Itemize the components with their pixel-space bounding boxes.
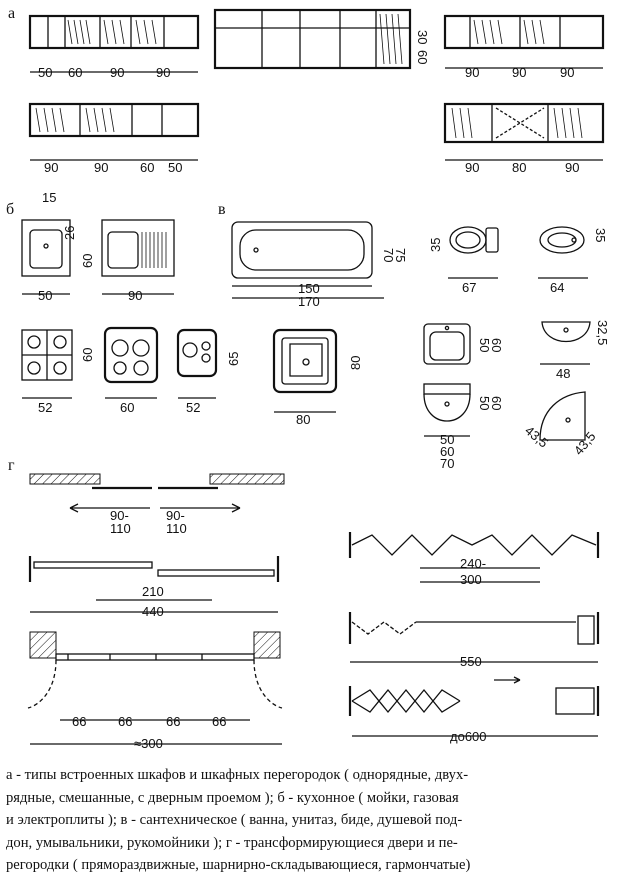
sliding-door-wide <box>29 473 285 513</box>
dim-a2-left-3: 60 <box>140 160 154 175</box>
dim-accordion-width: до600 <box>450 729 487 744</box>
accordion-partition <box>348 676 600 737</box>
dim-basin-rnd-w2: 60 <box>440 444 454 459</box>
dim-gas-depth: 60 <box>80 348 95 362</box>
dim-sink-combo-width: 90 <box>128 288 142 303</box>
dim-swing-total: ≈300 <box>134 736 163 751</box>
dim-a1-depth-1: 30 <box>415 30 430 44</box>
dim-a1-right-3: 90 <box>560 65 574 80</box>
dim-bath-h1: 70 <box>381 248 396 262</box>
dim-bath-len2: 170 <box>298 294 320 309</box>
handbasin <box>540 321 591 365</box>
cabinet-row-2-left <box>28 102 200 161</box>
swing-door <box>27 631 283 745</box>
dim-basin-rnd-h1: 50 <box>477 396 492 410</box>
caption-line-3: и электроплиты ); в - сантехническое ( в… <box>6 812 463 828</box>
dim-sink-side: 26 <box>62 226 77 240</box>
stove-gas <box>21 329 73 399</box>
folding-partition <box>348 612 600 663</box>
dim-swing-1: 66 <box>72 714 86 729</box>
dim-door-right-a: 90- <box>166 508 185 523</box>
dim-a2-left-2: 90 <box>94 160 108 175</box>
dim-sink-width: 50 <box>38 288 52 303</box>
stove-small <box>176 328 218 399</box>
dim-handbasin-depth: 32,5 <box>595 320 610 345</box>
dim-a1-right-1: 90 <box>465 65 479 80</box>
section-label-b: б <box>6 201 14 218</box>
washbasin-round <box>423 383 471 437</box>
dim-toilet-width: 67 <box>462 280 476 295</box>
toilet <box>448 226 499 279</box>
caption-line-4: дон, умывальники, рукомойники ); г - тра… <box>6 834 458 851</box>
dim-swing-2: 66 <box>118 714 132 729</box>
caption-line-1: а - типы встроенных шкафов и шкафных пер… <box>6 767 469 783</box>
dim-a1-depth-2: 60 <box>415 50 430 64</box>
dim-basin-rnd-w3: 70 <box>440 456 454 471</box>
bidet <box>538 226 588 279</box>
zigzag-partition <box>348 532 600 583</box>
caption-line-2: рядные, смешанные, с дверным проемом ); … <box>6 789 459 806</box>
cabinet-row-2-right <box>443 102 605 161</box>
dim-a1-left-3: 90 <box>110 65 124 80</box>
dim-a1-left-4: 90 <box>156 65 170 80</box>
dim-door-inner: 210 <box>142 584 164 599</box>
sink-small <box>21 219 71 295</box>
dim-shower-width: 80 <box>296 412 310 427</box>
washbasin-square <box>423 323 471 365</box>
dim-gas-width: 52 <box>38 400 52 415</box>
section-label-g: г <box>8 457 15 474</box>
section-label-a: а <box>8 5 15 22</box>
dim-a1-right-2: 90 <box>512 65 526 80</box>
dim-a2-right-2: 80 <box>512 160 526 175</box>
dim-a2-left-1: 90 <box>44 160 58 175</box>
sliding-door-double <box>28 556 280 613</box>
dim-basin-sq-h1: 50 <box>477 338 492 352</box>
dim-corner-b: 43,5 <box>571 429 599 458</box>
cabinet-double-row-middle <box>213 8 412 70</box>
stove-electric <box>103 326 159 399</box>
dim-small-width: 52 <box>186 400 200 415</box>
dim-a1-left-2: 60 <box>68 65 82 80</box>
dim-a2-left-4: 50 <box>168 160 182 175</box>
dim-basin-rnd-w1: 50 <box>440 432 454 447</box>
dim-sink-top: 15 <box>42 190 56 205</box>
dim-zigzag-b: 300 <box>460 572 482 587</box>
caption-line-5: регородки ( прямораздвижные, шарнирно-ск… <box>6 857 471 873</box>
dim-bidet-depth: 35 <box>593 228 608 242</box>
dim-basin-sq-h2: 60 <box>489 338 504 352</box>
cabinet-row-1-right <box>443 14 605 69</box>
shower-tray <box>272 328 338 413</box>
dim-swing-4: 66 <box>212 714 226 729</box>
dim-bath-len1: 150 <box>298 281 320 296</box>
dim-door-left-a: 90- <box>110 508 129 523</box>
sink-combo <box>101 219 175 295</box>
dim-door-outer: 440 <box>142 604 164 619</box>
dim-a1-left-1: 50 <box>38 65 52 80</box>
dim-door-left-b: 110 <box>110 521 131 536</box>
furniture-equipment-drawing: а 50 60 90 90 30 60 90 90 90 <box>6 5 610 751</box>
dim-handbasin-width: 48 <box>556 366 570 381</box>
dim-elec-width: 60 <box>120 400 134 415</box>
dim-swing-3: 66 <box>166 714 180 729</box>
dim-bath-h2: 75 <box>393 248 408 262</box>
figure-caption: а - типы встроенных шкафов и шкафных пер… <box>6 764 618 877</box>
cabinet-row-1-left <box>28 14 200 73</box>
dim-toilet-depth: 35 <box>428 238 443 252</box>
dim-small-depth: 65 <box>226 352 241 366</box>
dim-zigzag-a: 240- <box>460 556 486 571</box>
dim-a2-right-3: 90 <box>565 160 579 175</box>
dim-sink-depth: 60 <box>80 254 95 268</box>
bathtub <box>231 221 384 299</box>
dim-a2-right-1: 90 <box>465 160 479 175</box>
dim-bidet-width: 64 <box>550 280 564 295</box>
dim-fold-width: 550 <box>460 654 482 669</box>
dim-corner-a: 43,5 <box>522 423 551 451</box>
dim-door-right-b: 110 <box>166 521 187 536</box>
corner-basin <box>539 391 586 441</box>
dim-basin-rnd-h2: 60 <box>489 396 504 410</box>
section-label-v: в <box>218 201 226 218</box>
dim-shower-depth: 80 <box>348 356 363 370</box>
